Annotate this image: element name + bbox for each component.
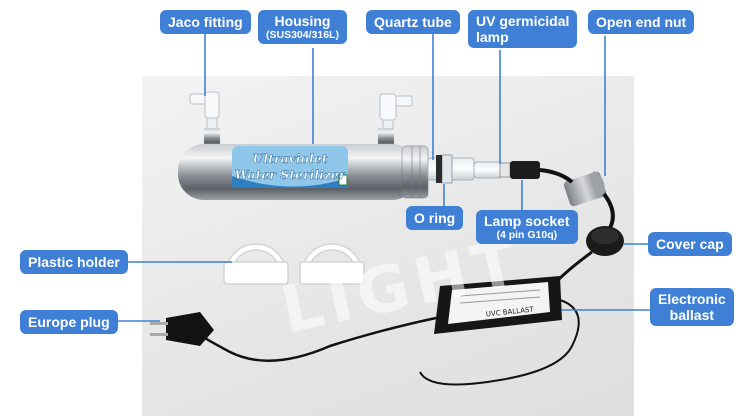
label-uv-lamp-line2: lamp: [476, 29, 509, 45]
label-jaco-fitting-text: Jaco fitting: [168, 14, 243, 30]
label-open-end-nut: Open end nut: [588, 10, 695, 34]
jaco-fitting-left: [189, 91, 220, 133]
plastic-holder-left: [223, 243, 289, 285]
label-europe-plug: Europe plug: [20, 310, 118, 334]
o-ring: [436, 155, 442, 183]
label-lamp-socket: Lamp socket (4 pin G10q): [476, 210, 578, 244]
label-housing-text: Housing: [274, 13, 331, 29]
label-housing-subtext: (SUS304/316L): [266, 29, 339, 41]
label-quartz-tube-text: Quartz tube: [374, 14, 452, 30]
europe-plug: [150, 312, 214, 346]
label-uv-lamp: UV germicidal lamp: [468, 10, 578, 48]
jaco-fitting-right: [379, 93, 413, 131]
lamp-socket: [510, 161, 540, 179]
housing-label: [232, 146, 348, 188]
label-uv-lamp-line1: UV germicidal: [476, 13, 570, 29]
open-end-nut: [563, 171, 607, 207]
sterilizer-text-line1: Ultraviolet: [253, 151, 328, 166]
sterilizer-text-line2: Water Sterilizer: [235, 167, 347, 182]
label-electronic-ballast-line1: Electronic: [658, 291, 726, 307]
label-electronic-ballast: Electronic ballast: [650, 288, 734, 326]
label-lamp-socket-text: Lamp socket: [484, 213, 570, 229]
label-quartz-tube: Quartz tube: [366, 10, 460, 34]
label-o-ring: O ring: [406, 206, 464, 230]
label-open-end-nut-text: Open end nut: [596, 14, 687, 30]
power-cord: [195, 316, 437, 362]
label-europe-plug-text: Europe plug: [28, 314, 110, 330]
label-electronic-ballast-line2: ballast: [669, 307, 715, 323]
uv-lamp: [473, 161, 511, 179]
label-plastic-holder-text: Plastic holder: [28, 254, 120, 270]
cover-cap: [586, 226, 624, 256]
label-cover-cap: Cover cap: [648, 232, 732, 256]
electronic-ballast: [434, 276, 562, 334]
label-housing: Housing (SUS304/316L): [258, 10, 347, 44]
label-cover-cap-text: Cover cap: [656, 236, 724, 252]
label-o-ring-text: O ring: [414, 210, 456, 226]
label-jaco-fitting: Jaco fitting: [160, 10, 251, 34]
label-lamp-socket-subtext: (4 pin G10q): [496, 229, 558, 241]
label-plastic-holder: Plastic holder: [20, 250, 128, 274]
plastic-holder-right: [299, 243, 365, 285]
